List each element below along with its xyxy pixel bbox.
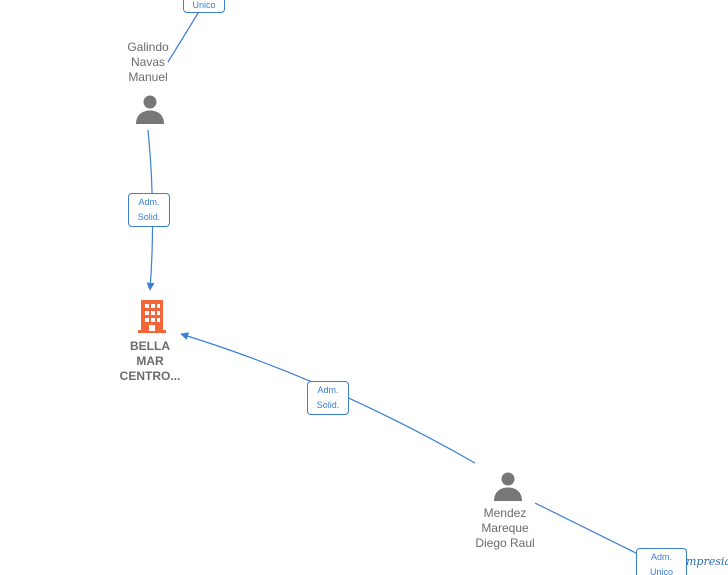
watermark-logo: mpresia: [686, 555, 728, 568]
edge-label-line: Solid.: [137, 212, 161, 222]
building-icon[interactable]: [138, 300, 166, 333]
node-label-line: Galindo: [127, 40, 169, 54]
node-label-galindo[interactable]: Galindo Navas Manuel: [103, 40, 193, 85]
edge-label-mendez-to-company[interactable]: Adm. Solid.: [307, 381, 349, 415]
node-label-mendez[interactable]: Mendez Mareque Diego Raul: [460, 506, 550, 551]
node-label-line: Mendez: [483, 506, 527, 520]
edge-label-line: Solid.: [316, 400, 340, 410]
node-label-line: Manuel: [128, 70, 168, 84]
edge-label-line: Unico: [649, 567, 673, 575]
node-label-line: CENTRO...: [119, 369, 181, 383]
node-label-line: BELLA: [130, 339, 170, 353]
node-label-line: MAR: [136, 354, 164, 368]
edge-line-top-offscreen: [167, 9, 201, 63]
edge-label-line: Unico: [192, 0, 216, 10]
edge-label-galindo-to-company[interactable]: Adm. Solid.: [128, 193, 170, 227]
node-label-line: Diego Raul: [475, 536, 535, 550]
node-label-line: Mareque: [481, 521, 529, 535]
person-icon[interactable]: [494, 472, 522, 502]
node-label-line: Navas: [130, 55, 165, 69]
edge-label-top-offscreen[interactable]: Unico: [183, 0, 225, 13]
node-label-bella-mar[interactable]: BELLA MAR CENTRO...: [105, 339, 195, 384]
edge-label-line: Adm.: [317, 385, 339, 395]
edge-label-line: Adm.: [138, 197, 160, 207]
person-icon[interactable]: [136, 95, 164, 125]
edge-label-mendez-offscreen[interactable]: Adm. Unico: [636, 548, 687, 575]
edge-label-line: Adm.: [650, 552, 672, 562]
